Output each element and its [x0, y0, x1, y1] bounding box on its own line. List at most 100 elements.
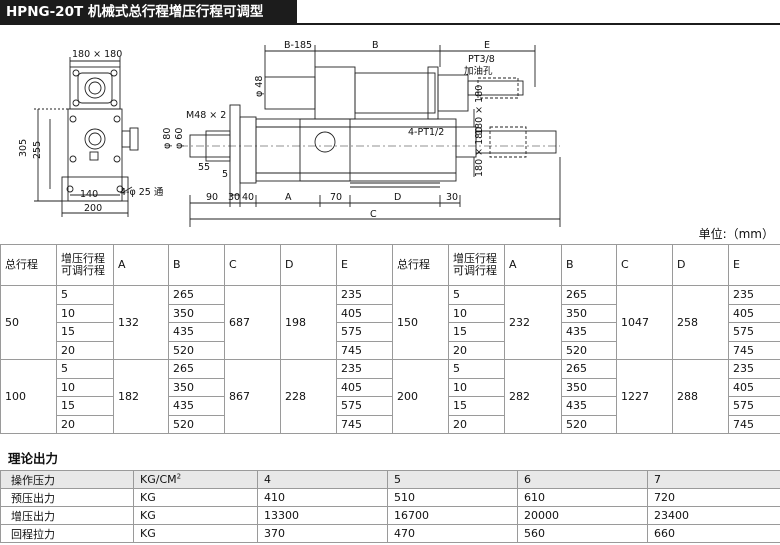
thread-note: M48 × 2: [186, 110, 226, 121]
force-unit-text: KG: [140, 509, 156, 522]
cell-a: 132: [113, 285, 169, 360]
force-label: 回程拉力: [0, 524, 134, 543]
cell-b: 265: [168, 359, 225, 379]
cell-total-2: 200: [392, 359, 449, 434]
force-value: 470: [387, 524, 518, 543]
dim-40: 40: [242, 192, 254, 203]
cell-e-2: 745: [728, 414, 780, 434]
cell-b: 350: [168, 377, 225, 397]
cell-stroke-2: 15: [448, 396, 505, 416]
cell-stroke-2: 10: [448, 303, 505, 323]
cell-e-2: 575: [728, 322, 780, 342]
cell-b-2: 435: [561, 396, 617, 416]
cell-stroke: 5: [56, 359, 114, 379]
cell-a-2: 232: [504, 285, 562, 360]
force-value: 4: [257, 470, 388, 489]
force-value: 370: [257, 524, 388, 543]
force-value: 510: [387, 488, 518, 507]
col-e: E: [336, 244, 393, 286]
force-unit: KG: [133, 506, 258, 525]
dim-b-185: B-185: [284, 40, 312, 51]
cell-stroke-2: 20: [448, 340, 505, 360]
col-d-2: D: [672, 244, 729, 286]
col-total-stroke-2: 总行程: [392, 244, 449, 286]
force-unit: KG: [133, 488, 258, 507]
dim-70: 70: [330, 192, 342, 203]
dim-90: 90: [206, 192, 218, 203]
cell-e: 745: [336, 340, 393, 360]
col-a: A: [113, 244, 169, 286]
cell-b-2: 350: [561, 303, 617, 323]
cell-e-2: 745: [728, 340, 780, 360]
col-c-2: C: [616, 244, 673, 286]
dim-phi-48: φ 48: [254, 76, 265, 97]
spec-header-row: 总行程 增压行程可调行程 A B C D E 总行程 增压行程可调行程 A B …: [0, 244, 780, 286]
force-value: 6: [517, 470, 648, 489]
technical-drawing: 180 × 180 305 255 140 200 4-φ 25 通 B-185…: [0, 27, 780, 232]
cell-stroke-2: 20: [448, 414, 505, 434]
header-rule: [297, 23, 780, 25]
force-value: 610: [517, 488, 648, 507]
force-unit-text: KG: [140, 491, 156, 504]
col-b-2: B: [561, 244, 617, 286]
dim-55: 55: [198, 162, 210, 173]
cell-stroke-2: 15: [448, 322, 505, 342]
dim-d: D: [394, 192, 401, 203]
force-value: 410: [257, 488, 388, 507]
cell-a: 182: [113, 359, 169, 434]
cell-e: 745: [336, 414, 393, 434]
cell-b-2: 265: [561, 359, 617, 379]
right-dim-2: 180 × 180: [474, 127, 485, 177]
cell-b-2: 435: [561, 322, 617, 342]
cell-e: 405: [336, 303, 393, 323]
front-top-dim: 180 × 180: [72, 49, 122, 60]
cell-b: 350: [168, 303, 225, 323]
col-total-stroke: 总行程: [0, 244, 57, 286]
cell-e-2: 235: [728, 285, 780, 305]
dim-phi-80: φ 80: [162, 128, 173, 149]
cell-e: 575: [336, 322, 393, 342]
spec-table: 总行程 增压行程可调行程 A B C D E 总行程 增压行程可调行程 A B …: [0, 244, 780, 434]
side-view: [180, 45, 561, 227]
cell-c-2: 1047: [616, 285, 673, 360]
cell-e-2: 575: [728, 396, 780, 416]
page-title: HPNG-20T 机械式总行程增压行程可调型: [0, 0, 297, 25]
cell-b-2: 265: [561, 285, 617, 305]
cell-e-2: 235: [728, 359, 780, 379]
cell-e-2: 405: [728, 303, 780, 323]
cell-total-2: 150: [392, 285, 449, 360]
force-unit-sup: 2: [176, 472, 182, 481]
col-boost-label-2: 增压行程: [453, 252, 497, 265]
front-dim-inner: 255: [32, 141, 43, 159]
front-hole-note: 4-φ 25 通: [120, 187, 164, 198]
cell-d: 228: [280, 359, 337, 434]
force-unit-text: KG: [140, 527, 156, 540]
cell-total: 100: [0, 359, 57, 434]
cell-e: 235: [336, 285, 393, 305]
cell-d-2: 258: [672, 285, 729, 360]
front-view: [34, 57, 139, 217]
force-value: 560: [517, 524, 648, 543]
force-value: 20000: [517, 506, 648, 525]
drawing-svg: 180 × 180 305 255 140 200 4-φ 25 通 B-185…: [18, 40, 561, 227]
force-value: 23400: [647, 506, 780, 525]
col-a-2: A: [504, 244, 562, 286]
front-bottom-inner: 140: [80, 189, 98, 200]
force-value: 5: [387, 470, 518, 489]
dim-a: A: [285, 192, 292, 203]
force-value: 720: [647, 488, 780, 507]
cell-e: 575: [336, 396, 393, 416]
cell-stroke-2: 10: [448, 377, 505, 397]
dim-5: 5: [222, 169, 228, 180]
cell-d-2: 288: [672, 359, 729, 434]
dim-b: B: [372, 40, 379, 51]
cell-stroke: 15: [56, 396, 114, 416]
